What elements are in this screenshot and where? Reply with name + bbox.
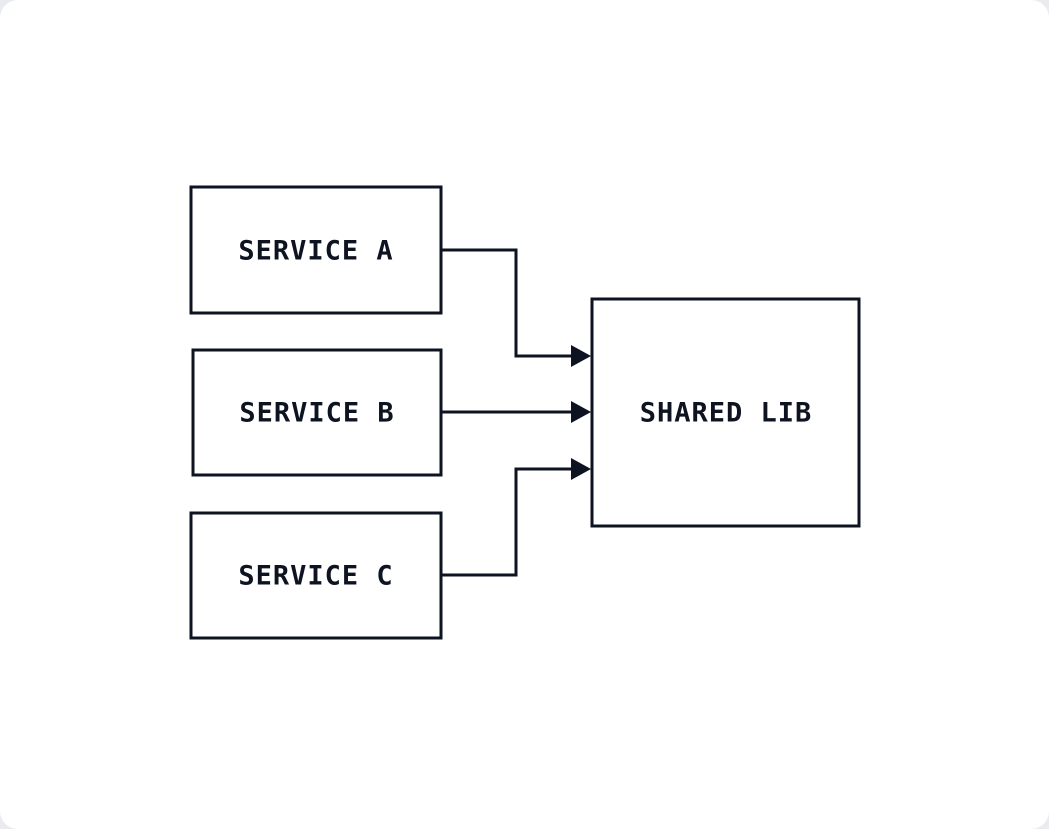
node-shared-lib: SHARED LIB	[590, 297, 861, 528]
node-service-b-label: SERVICE B	[239, 398, 394, 429]
arrowhead-icon	[571, 345, 591, 367]
node-service-c: SERVICE C	[189, 511, 443, 640]
node-service-b: SERVICE B	[191, 348, 443, 477]
edge-service-b-to-shared-lib	[442, 401, 591, 423]
edge-service-a-to-shared-lib	[442, 248, 591, 367]
node-service-a: SERVICE A	[189, 185, 443, 315]
node-shared-lib-label: SHARED LIB	[640, 398, 813, 429]
node-service-a-label: SERVICE A	[238, 236, 393, 267]
arrowhead-icon	[571, 401, 591, 423]
node-service-c-label: SERVICE C	[238, 561, 393, 592]
edge-service-c-to-shared-lib	[442, 458, 591, 577]
arrowhead-icon	[571, 458, 591, 480]
